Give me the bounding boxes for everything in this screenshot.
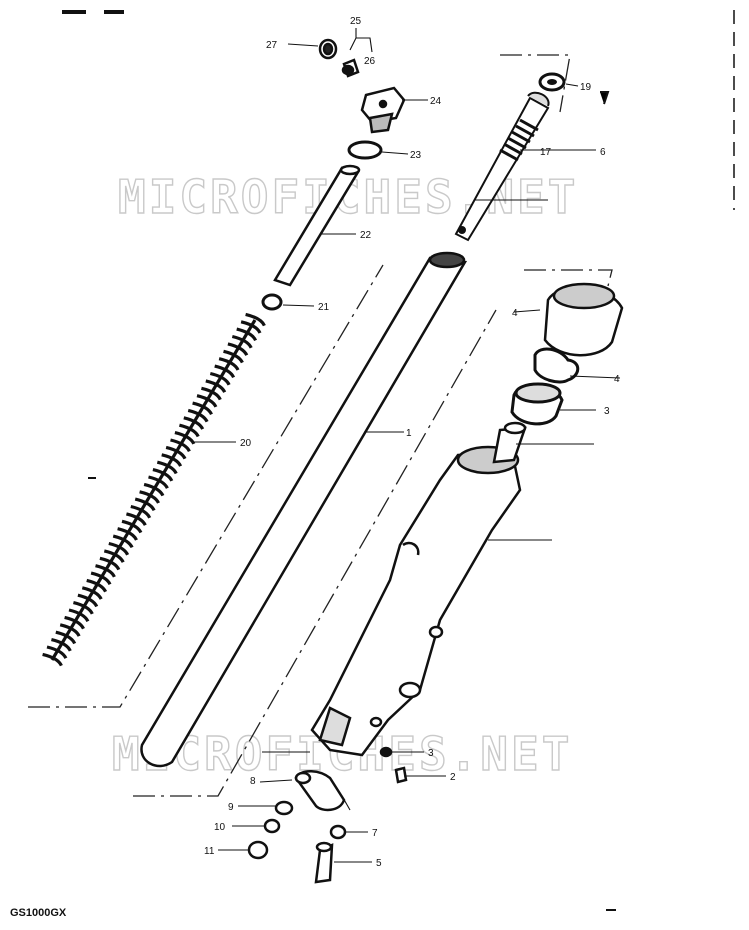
assembly-brackets: [28, 54, 613, 797]
callout-27: 27: [266, 40, 278, 51]
cap-bolt: [360, 86, 406, 134]
inner-tube: [140, 251, 468, 768]
circlip: [533, 347, 580, 384]
callout-20: 20: [240, 438, 252, 449]
leader-lines: [192, 28, 621, 863]
small-hardware: [247, 746, 408, 884]
callout-17: 17: [540, 147, 552, 158]
callout-5: 5: [376, 858, 382, 869]
callout-24: 24: [430, 96, 442, 107]
rod-seat: [538, 72, 566, 92]
valve-cap: [318, 38, 338, 60]
outer-tube: [310, 421, 527, 757]
axle-clamp: [294, 770, 346, 812]
oil-seal: [510, 382, 564, 426]
dust-seal: [543, 282, 624, 357]
callout-19: 19: [580, 82, 592, 93]
callout-6: 6: [600, 147, 606, 158]
callout-23: 23: [410, 150, 422, 161]
callout-4-top: 4: [512, 308, 518, 319]
fork-spring: [42, 312, 266, 667]
callout-1: 1: [406, 428, 412, 439]
callout-11: 11: [204, 846, 215, 857]
callout-7: 7: [372, 828, 378, 839]
callout-25: 25: [350, 16, 362, 27]
spring-coils: [42, 312, 266, 667]
callout-8: 8: [250, 776, 256, 787]
callout-9: 9: [228, 802, 234, 813]
stray-marks: [88, 91, 616, 911]
callout-10: 10: [214, 822, 226, 833]
callout-3b: 3: [428, 748, 434, 759]
callout-labels: 27 25 26 24 23 22 21 20 19 17 6 4 4 3 1 …: [204, 16, 620, 869]
callout-26: 26: [364, 56, 376, 67]
callout-22: 22: [360, 230, 372, 241]
o-ring: [347, 140, 383, 160]
air-valve: [341, 58, 360, 78]
callout-3-seal: 3: [604, 406, 610, 417]
spring-seat: [261, 293, 283, 311]
callout-2: 2: [450, 772, 456, 783]
spacer-tube: [273, 164, 361, 287]
model-code: GS1000GX: [10, 907, 67, 919]
callout-4-clip: 4: [614, 374, 620, 385]
callout-21: 21: [318, 302, 330, 313]
damper-rod: [454, 91, 550, 242]
